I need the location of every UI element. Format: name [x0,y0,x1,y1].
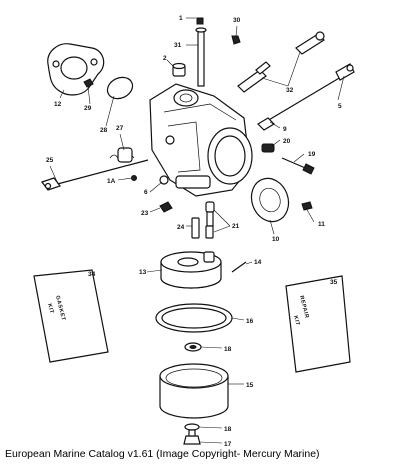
callout-19: 19 [308,151,316,158]
callout-15: 15 [246,382,254,389]
primer-fittings-part [237,31,325,93]
bowl-gasket-part [155,303,233,333]
callout-34: 34 [88,271,96,278]
top-screw-part [195,17,207,87]
callout-29: 29 [84,105,92,112]
carburetor-body-part [149,83,253,197]
washer-part-upper [184,342,202,352]
washer-part-lower [184,423,200,431]
callout-18-upper: 18 [224,346,232,353]
repair-kit-text-1: REPAIR [298,295,309,319]
small-fitting-part [231,35,241,45]
callout-24: 24 [177,224,185,231]
callout-30: 30 [233,17,241,24]
repair-kit-card: REPAIR KIT [285,275,351,373]
callout-6: 6 [144,189,148,196]
callout-17: 17 [224,441,232,446]
callout-9: 9 [283,126,287,133]
throttle-shaft-part [261,63,355,125]
leader-lines [49,17,345,444]
screw-part [83,78,94,88]
callout-10: 10 [272,236,280,243]
gasket-kit-card: GASKET KIT [33,269,109,363]
callout-18-lower: 18 [224,426,232,433]
jets-part [191,201,215,239]
callout-5: 5 [338,103,342,110]
callout-1: 1 [179,15,183,22]
gasket-kit-text-2: KIT [46,303,54,315]
drain-screw-part [183,429,201,445]
callout-1a: 1A [107,178,116,185]
small-parts-group [131,175,173,213]
side-fittings-group [257,117,315,175]
callout-35: 35 [330,279,338,286]
cap-part [172,62,186,77]
spring-part [109,147,135,163]
callout-14: 14 [254,259,262,266]
float-part [160,251,222,289]
float-bowl-part [159,363,229,419]
callout-23: 23 [141,210,149,217]
repair-kit-text-2: KIT [292,315,300,327]
round-plate-part [250,177,290,223]
callout-2: 2 [163,55,167,62]
callout-32: 32 [286,87,294,94]
callout-27: 27 [116,125,124,132]
choke-rod-part [41,159,149,191]
flange-gasket-part [47,43,105,96]
callout-25: 25 [46,157,54,164]
small-screw-part [301,201,313,211]
callout-labels: 1 30 31 2 32 5 9 20 19 10 11 12 29 28 27… [46,15,342,446]
callout-11: 11 [318,221,325,228]
callout-28: 28 [100,127,108,134]
float-pin-part [231,261,247,273]
carburetor-exploded-diagram: GASKET KIT REPAIR KIT [33,15,355,446]
callout-21: 21 [232,223,240,230]
callout-16: 16 [246,318,254,325]
plate-part [106,76,134,100]
callout-13: 13 [139,269,147,276]
image-caption: European Marine Catalog v1.61 (Image Cop… [5,448,320,460]
callout-20: 20 [283,138,291,145]
callout-12: 12 [54,101,62,108]
callout-31: 31 [174,42,182,49]
